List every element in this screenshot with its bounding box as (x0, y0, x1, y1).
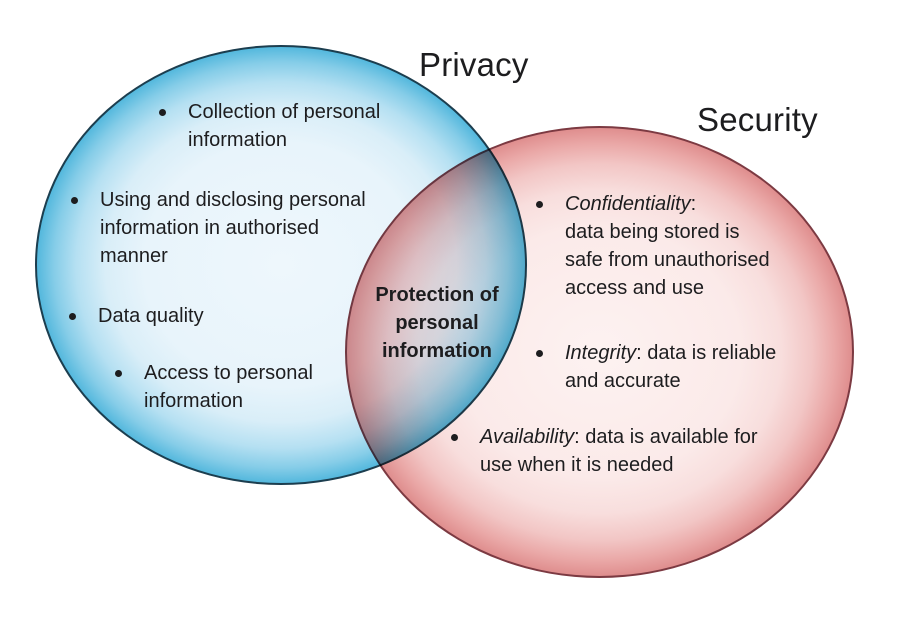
security-item-availability: Availability: data is available for use … (451, 423, 758, 479)
privacy-item-using-disclosing: Using and disclosing personal informatio… (71, 186, 366, 270)
security-item-text: Integrity: data is reliable and accurate (565, 339, 776, 395)
security-item-integrity: Integrity: data is reliable and accurate (536, 339, 776, 395)
privacy-item-text: Using and disclosing personal informatio… (100, 189, 366, 267)
privacy-title: Privacy (419, 46, 529, 83)
privacy-item-data-quality: Data quality (69, 302, 204, 330)
security-item-text: Confidentiality: data being stored is sa… (565, 190, 770, 302)
security-item-text: Availability: data is available for use … (480, 423, 758, 479)
privacy-item-text: Data quality (98, 305, 204, 327)
privacy-item-collection: Collection of personal information (159, 98, 380, 154)
overlap-label: Protection of personal information (375, 284, 499, 362)
privacy-item-access: Access to personal information (115, 359, 313, 415)
privacy-item-text: Collection of personal information (188, 101, 381, 151)
security-term-rest: : data being stored is safe from unautho… (565, 193, 770, 299)
security-term-rest: : data is available for use when it is n… (480, 426, 758, 476)
security-term: Confidentiality (565, 193, 691, 215)
bullet-icon (536, 201, 543, 208)
privacy-item-text: Access to personal information (144, 362, 313, 412)
bullet-icon (115, 370, 122, 377)
bullet-icon (451, 434, 458, 441)
security-term-rest: : data is reliable and accurate (565, 342, 777, 392)
security-term: Availability (480, 426, 575, 448)
security-circle (345, 126, 854, 578)
bullet-icon (69, 313, 76, 320)
bullet-icon (71, 197, 78, 204)
security-item-confidentiality: Confidentiality: data being stored is sa… (536, 190, 770, 302)
security-title: Security (697, 101, 818, 138)
security-term: Integrity (565, 342, 637, 364)
bullet-icon (159, 109, 166, 116)
bullet-icon (536, 350, 543, 357)
